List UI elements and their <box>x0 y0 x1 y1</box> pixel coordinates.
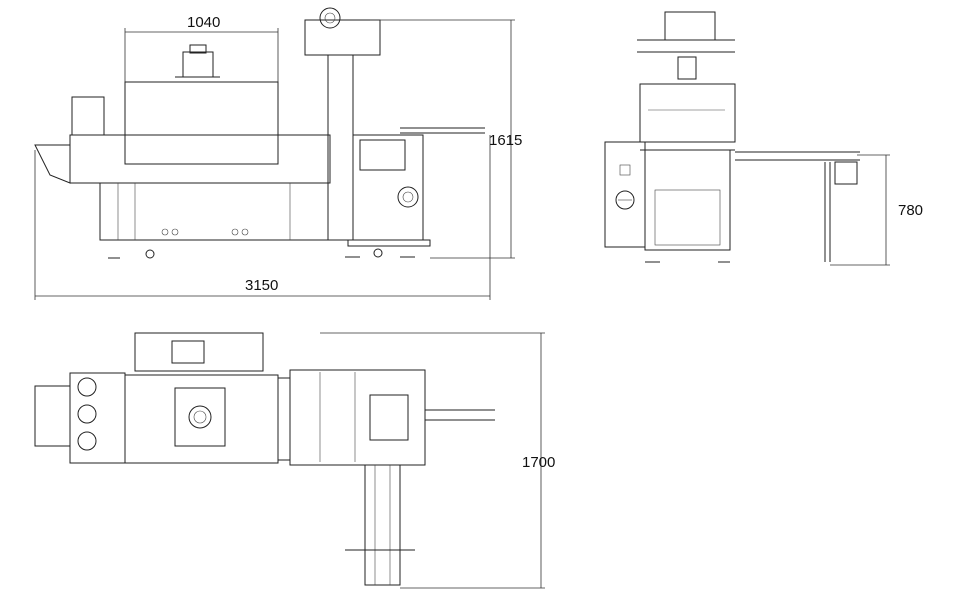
front-view <box>34 7 515 300</box>
dimension-top-width: 1040 <box>187 14 221 31</box>
dimension-total-length: 3150 <box>245 277 279 294</box>
dimension-conveyor-height: 780 <box>898 202 924 219</box>
side-view <box>604 11 890 266</box>
dimension-depth: 1700 <box>522 454 556 471</box>
dimension-height: 1615 <box>489 132 523 149</box>
top-view <box>34 332 545 589</box>
